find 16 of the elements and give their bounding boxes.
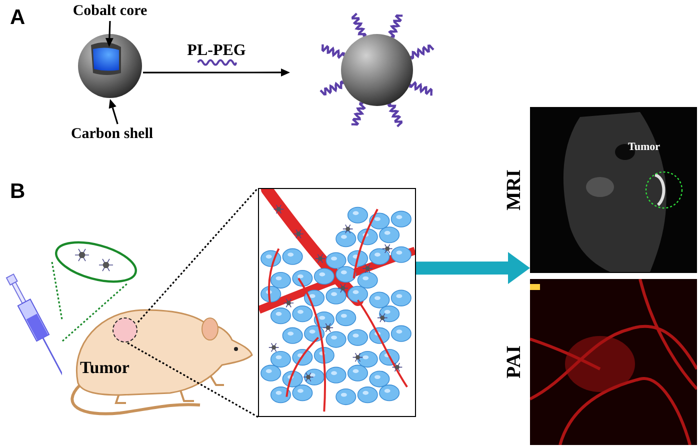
dashed-line: [127, 342, 258, 418]
part-label: Carbon shell: [56, 124, 168, 144]
arrow: [105, 20, 114, 47]
imaging-label: MRI: [502, 169, 526, 211]
dashed-line: [51, 262, 63, 320]
dashed-line: [137, 187, 259, 323]
imaging-label: PAI: [502, 346, 526, 378]
panel-letter: A: [10, 5, 26, 31]
tumor-label: Tumor: [80, 357, 130, 379]
block-arrow: [416, 252, 530, 284]
arrow: [108, 99, 118, 124]
dashed-line: [61, 283, 128, 342]
arrow: [143, 68, 290, 76]
tumor-label: Tumor: [628, 140, 660, 155]
part-label: Cobalt core: [60, 1, 160, 21]
panel-letter: B: [10, 179, 26, 205]
